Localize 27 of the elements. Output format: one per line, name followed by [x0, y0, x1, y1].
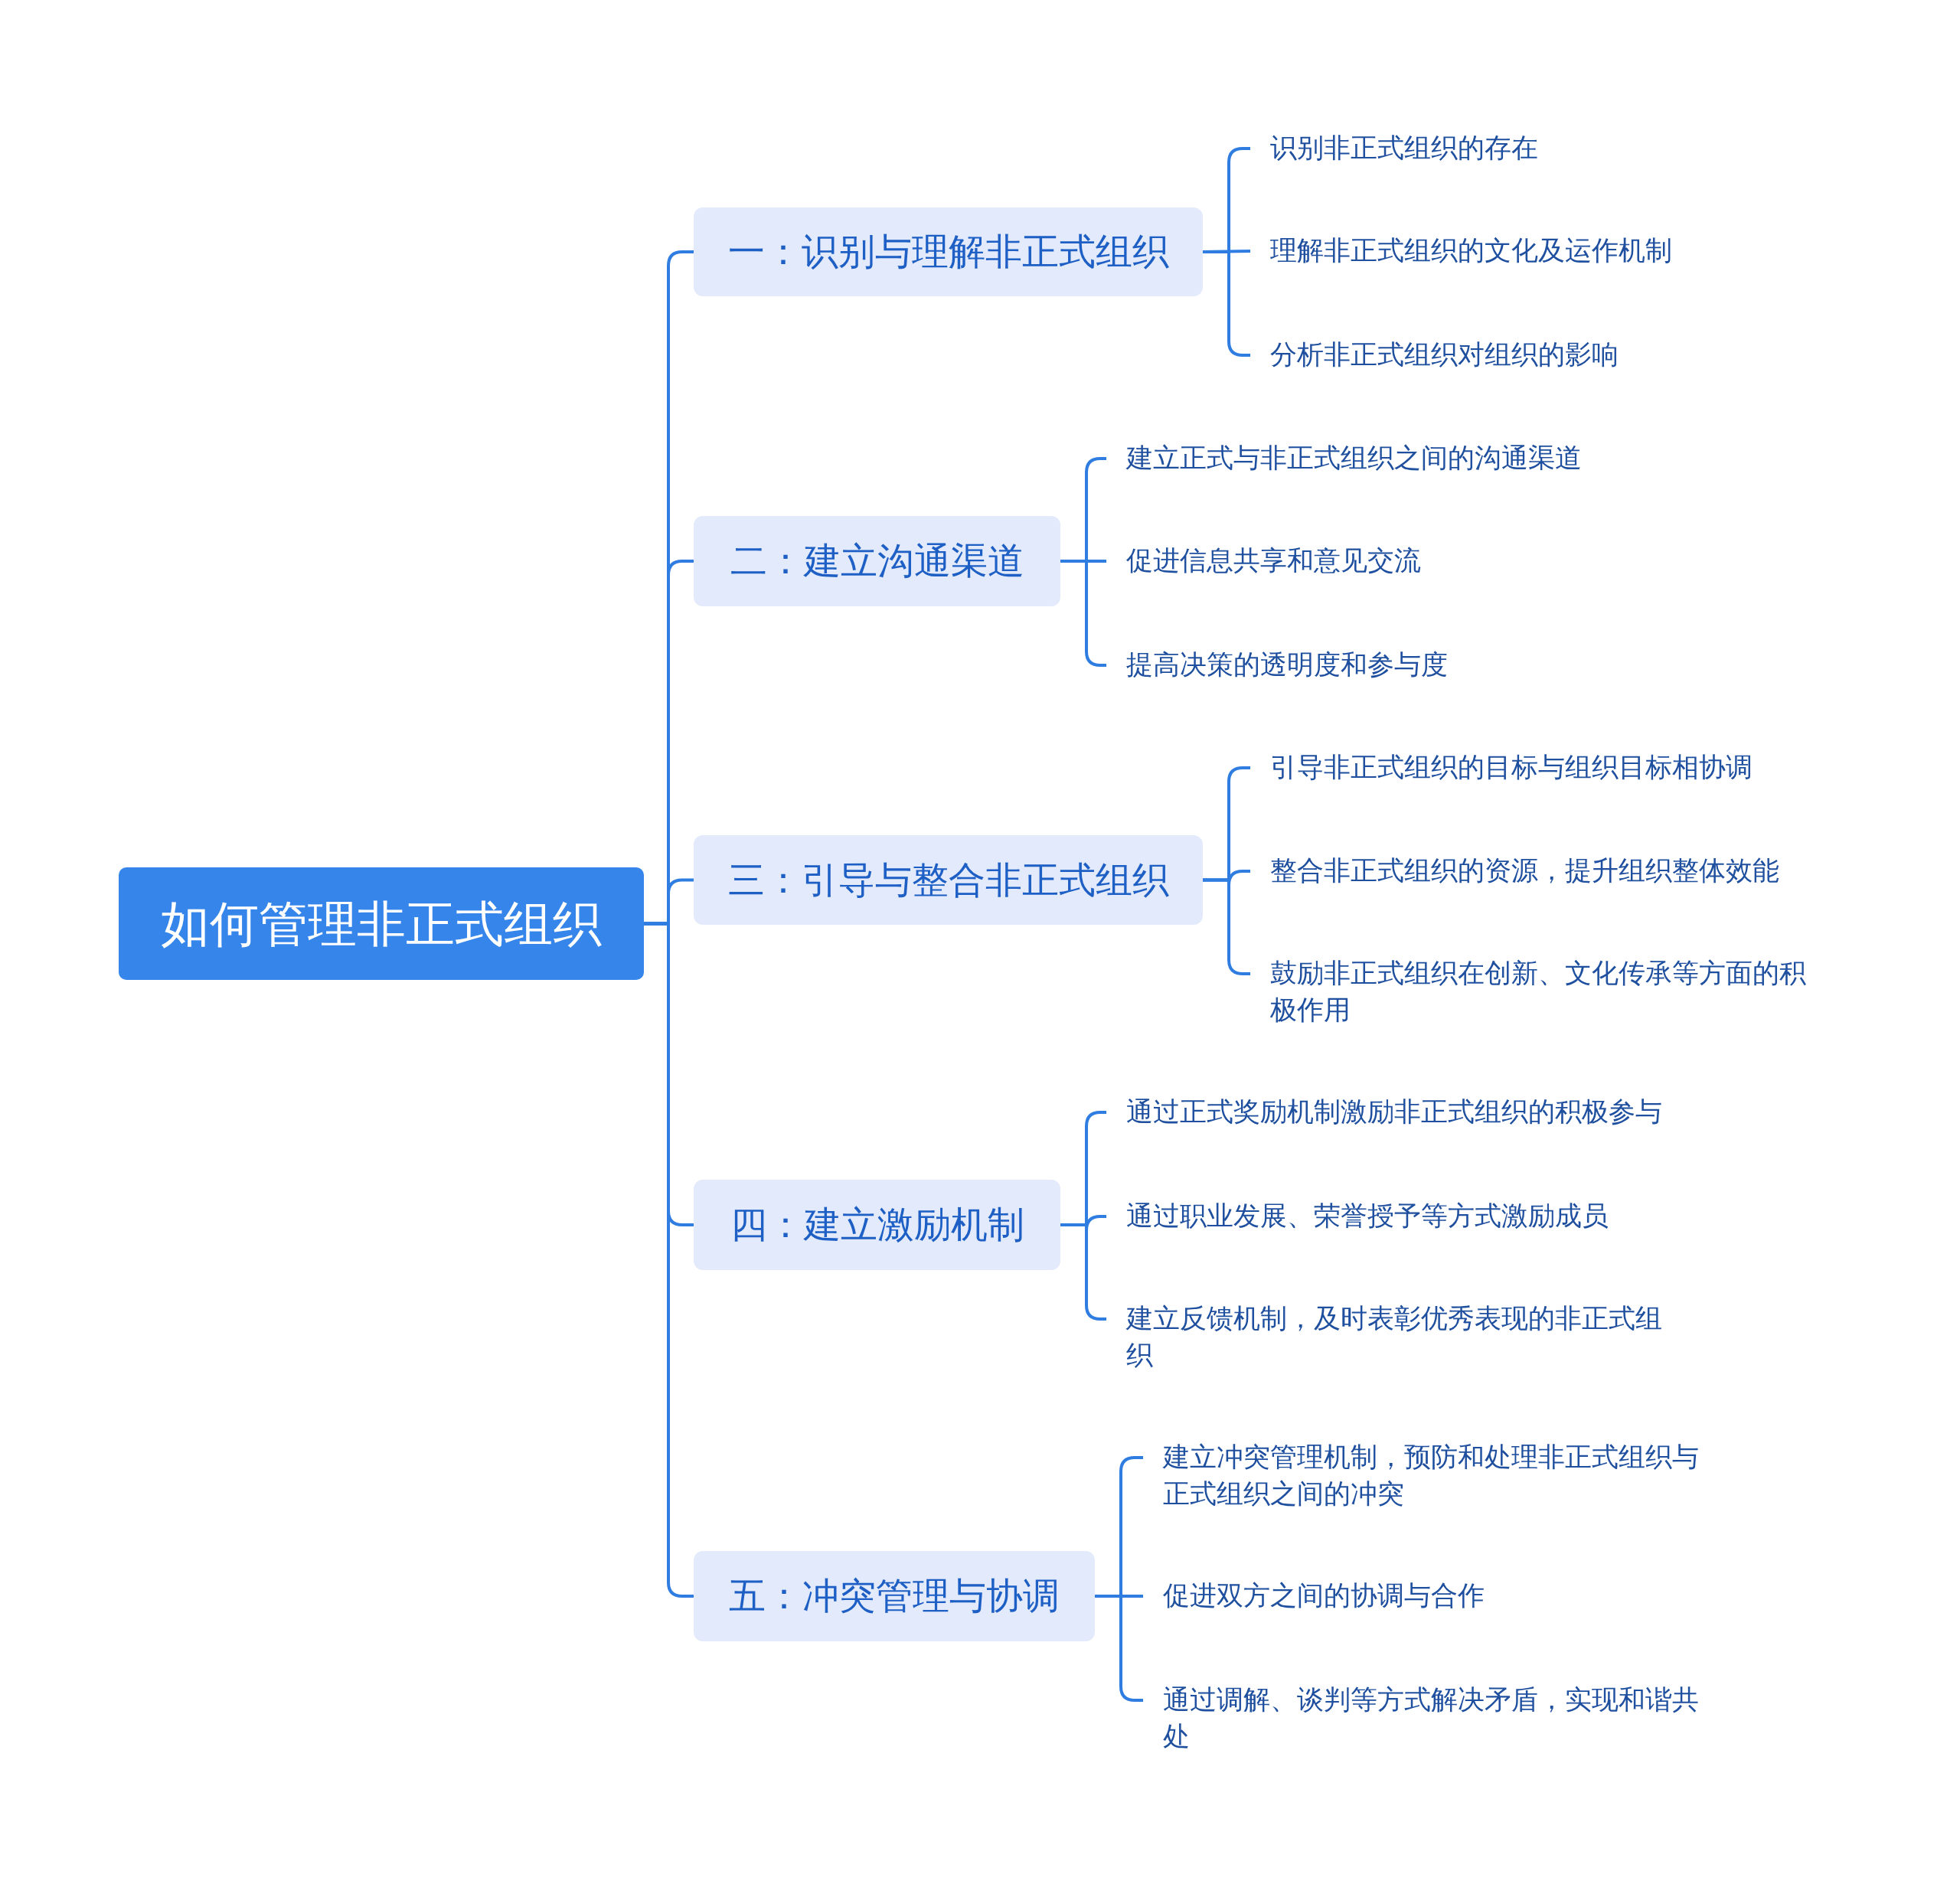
subtopic-text: 鼓励非正式组织在创新、文化传承等方面的积极作用	[1270, 957, 1807, 1026]
branch-title: 二：建立沟通渠道	[730, 540, 1024, 583]
branch-title: 三：引导与整合非正式组织	[727, 858, 1169, 902]
subtopic-text: 识别非正式组织的存在	[1270, 132, 1539, 164]
subtopic-text: 促进双方之间的协调与合作	[1163, 1579, 1485, 1611]
branch-topic-box	[694, 1180, 1060, 1270]
branch-topic-box	[694, 516, 1060, 606]
branch-topic-box	[694, 835, 1203, 925]
root-topic-box	[119, 867, 644, 980]
subtopic-text: 引导非正式组织的目标与组织目标相协调	[1270, 751, 1753, 783]
branch-title: 四：建立激励机制	[730, 1203, 1024, 1246]
branch-topic-box	[694, 1551, 1095, 1641]
subtopic-text: 通过正式奖励机制激励非正式组织的积极参与	[1126, 1095, 1663, 1128]
subtopic-text: 整合非正式组织的资源，提升组织整体效能	[1270, 854, 1780, 886]
branch-title: 一：识别与理解非正式组织	[727, 230, 1169, 273]
subtopic-text: 分析非正式组织对组织的影响	[1270, 338, 1619, 371]
subtopic-text: 理解非正式组织的文化及运作机制	[1270, 234, 1673, 266]
topic-title: 如何管理非正式组织	[161, 895, 602, 953]
subtopic-text: 建立冲突管理机制，预防和处理非正式组织与正式组织之间的冲突	[1163, 1441, 1700, 1510]
subtopic-text: 建立正式与非正式组织之间的沟通渠道	[1126, 442, 1583, 474]
subtopic-text: 通过调解、谈判等方式解决矛盾，实现和谐共处	[1163, 1683, 1700, 1752]
subtopic-text: 建立反馈机制，及时表彰优秀表现的非正式组织	[1126, 1302, 1663, 1371]
branch-title: 五：冲突管理与协调	[729, 1575, 1060, 1618]
subtopic-text: 促进信息共享和意见交流	[1126, 544, 1422, 576]
branch-topic-box	[694, 207, 1203, 296]
subtopic-text: 提高决策的透明度和参与度	[1126, 648, 1449, 681]
subtopic-text: 通过职业发展、荣誉授予等方式激励成员	[1126, 1200, 1609, 1232]
